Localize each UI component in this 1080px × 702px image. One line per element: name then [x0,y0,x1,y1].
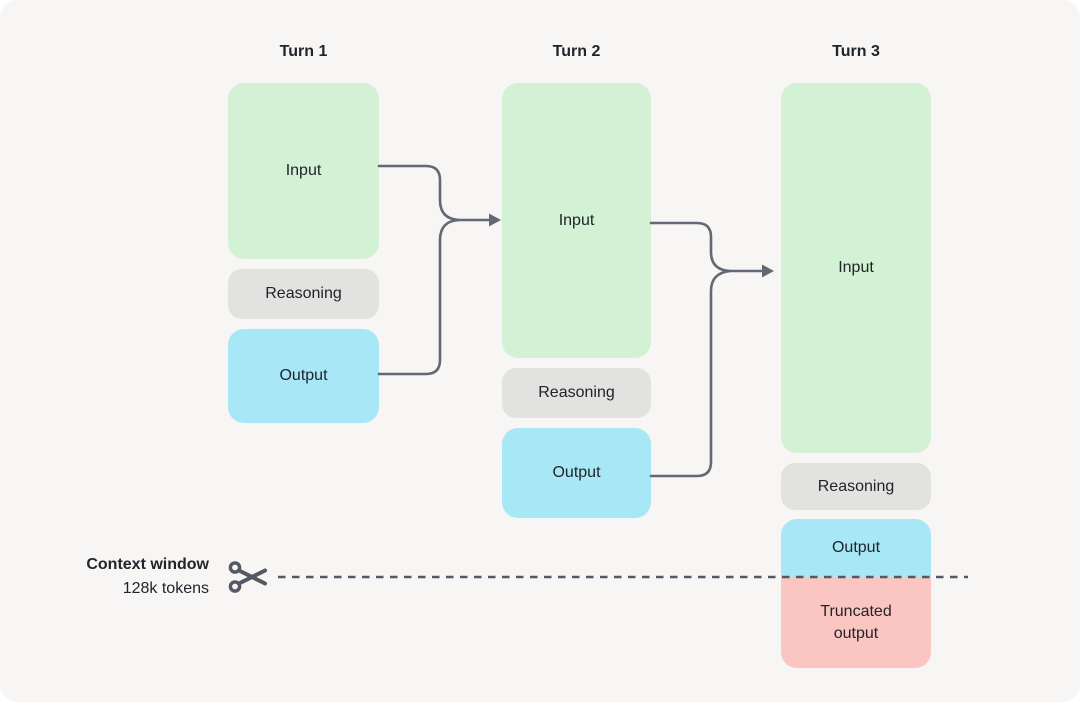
turn-3-truncated-output-label: Truncated output [820,602,892,642]
turn-2-input-label: Input [558,211,595,229]
turn-3-output-block: Output [781,519,931,577]
arrowhead-icon [489,213,501,227]
turn-3-title: Turn 3 [832,43,880,60]
turn-2-title: Turn 2 [552,43,601,60]
arrowhead-icon [762,264,774,278]
context-window-label: Context window 128k tokens [49,553,209,601]
turn-2-reasoning-label: Reasoning [538,384,615,401]
turn-3-truncated-output-block: Truncated output [781,577,931,668]
turn-3-input-block: Input [781,83,931,453]
turn-1-title: Turn 1 [279,43,328,60]
turn-1-input-label: Input [285,162,322,179]
context-window-title: Context window [86,556,209,573]
turn-1-output-block: Output [228,329,379,423]
merge-arrow-turn1-to-turn2 [377,164,501,376]
turn-1-reasoning-label: Reasoning [265,285,342,302]
turn-2-output-label: Output [552,464,601,481]
turn-1-output-label: Output [279,367,328,384]
turn-1-reasoning-block: Reasoning [228,269,379,319]
turn-1-input-block: Input [228,83,379,259]
turn-2-reasoning-block: Reasoning [502,368,651,418]
turn-3-reasoning-label: Reasoning [817,477,895,495]
context-window-subtitle: 128k tokens [122,580,209,597]
turn-3-input-label: Input [838,259,874,276]
merge-arrow-turn2-to-turn3 [649,221,774,478]
turn-3-output-label: Output [831,539,881,556]
turn-2-input-block: Input [502,83,651,358]
turn-2-output-block: Output [502,428,651,518]
turn-3-reasoning-block: Reasoning [781,463,931,510]
scissors-icon [228,561,267,593]
